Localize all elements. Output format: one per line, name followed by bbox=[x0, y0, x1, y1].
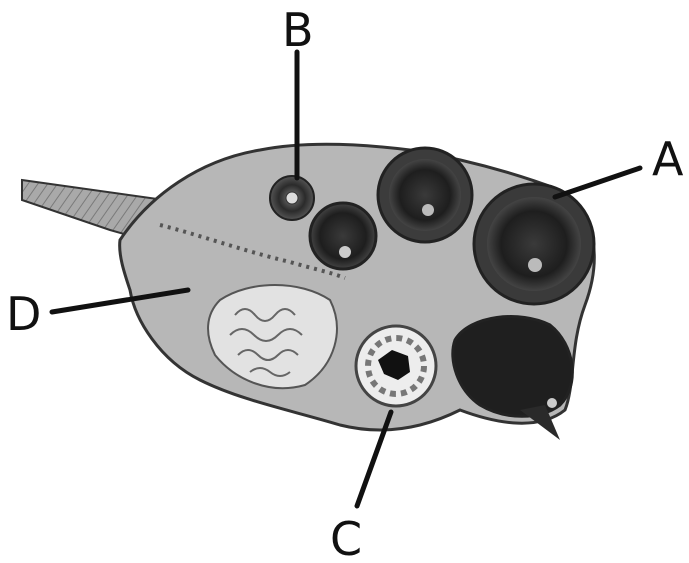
oocyte-medium bbox=[339, 246, 351, 258]
label-c: C bbox=[330, 512, 362, 563]
oocyte-a bbox=[528, 258, 542, 272]
follicle-upper-inner bbox=[389, 159, 461, 231]
follicle-medium bbox=[310, 203, 376, 269]
oocyte-ruptured bbox=[547, 398, 557, 408]
label-d: D bbox=[6, 287, 41, 341]
label-a: A bbox=[652, 132, 684, 186]
oocyte-b bbox=[286, 192, 298, 204]
oocyte-upper bbox=[422, 204, 434, 216]
label-b: B bbox=[282, 3, 314, 57]
leader-a bbox=[555, 168, 640, 197]
follicle-large-a-inner bbox=[487, 197, 581, 291]
